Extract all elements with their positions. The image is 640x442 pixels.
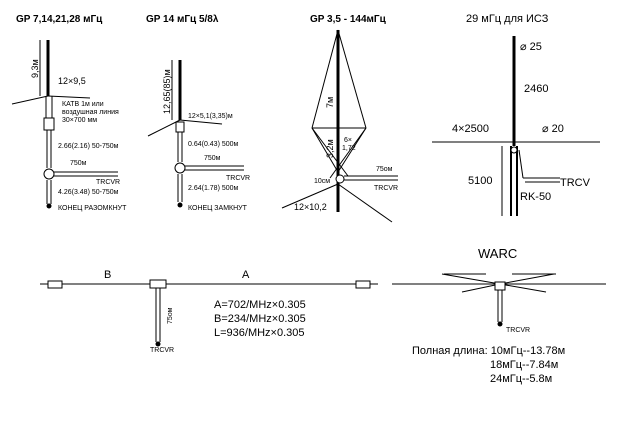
- formula-b: B=234/MHz×0.305: [214, 313, 306, 325]
- diagram-gp-14: GP 14 мГц 5/8λ 12,65(85)м 12×5,1(3,35)м …: [146, 14, 250, 212]
- diagram-title: 29 мГц для ИСЗ: [466, 13, 549, 25]
- trcvr-label: TRCVR: [506, 327, 530, 334]
- coax-label: 75ом: [167, 307, 174, 324]
- cage-wire: [337, 29, 367, 129]
- tee-connector: [43, 168, 55, 180]
- stub-end: [177, 202, 183, 208]
- radial-wire-label: 12×5,1(3,35)м: [188, 113, 233, 120]
- formula-a: A=702/MHz×0.305: [214, 299, 306, 311]
- insulator-right: [355, 280, 371, 289]
- feed-point: [510, 146, 518, 154]
- length-24mhz: 24мГц--5.8м: [490, 373, 552, 385]
- total-length: Полная длина: 10мГц--13.78м: [412, 345, 565, 357]
- diagram-gp-multiband: GP 7,14,21,28 мГц 9,3м 12×9,5 КАТВ 1м ил…: [11, 14, 127, 212]
- radials-label: 12×10,2: [294, 202, 327, 212]
- dipole-short-left: [461, 283, 501, 293]
- trcv-label: TRCV: [560, 177, 591, 189]
- diagram-title: GP 7,14,21,28 мГц: [16, 14, 103, 25]
- trcvr-label: TRCVR: [150, 347, 174, 354]
- diagram-title: WARC: [478, 246, 517, 261]
- balun-box: [494, 281, 506, 291]
- balun-box: [43, 117, 55, 131]
- diagram-gp-broadband: GP 3,5 - 144мГц 7м 6× 1,72 3,2м 75ом 10с…: [281, 14, 398, 223]
- dipole-short-right: [499, 283, 547, 293]
- tuner-label: воздушная линия: [62, 109, 119, 116]
- length-18mhz: 18мГц--7.84м: [490, 359, 558, 371]
- stub1-label: 0.64(0.43) 500м: [188, 141, 239, 148]
- radial-right: [179, 119, 223, 125]
- spread-label: 6×: [344, 137, 352, 144]
- upper-length: 7м: [325, 97, 335, 108]
- formula-l: L=936/MHz×0.305: [214, 327, 305, 339]
- stub-end-label: КОНЕЦ ЗАМКНУТ: [188, 205, 248, 212]
- insulator-left: [47, 280, 63, 289]
- radiator-length: 9,3м: [30, 59, 40, 78]
- cage-wire: [329, 127, 367, 179]
- diagram-title: GP 3,5 - 144мГц: [310, 14, 387, 25]
- feed-label: 10см: [314, 178, 330, 185]
- diagram-title: GP 14 мГц 5/8λ: [146, 14, 219, 25]
- lower-length: 3,2м: [325, 139, 335, 158]
- tee-connector: [174, 162, 186, 174]
- diagram-offcenter-dipole: B A 75ом TRCVR A=702/MHz×0.305 B=234/MHz…: [40, 269, 378, 354]
- radials-label: 4×2500: [452, 123, 489, 135]
- section-a-label: A: [242, 269, 250, 281]
- dipole-mid-right: [499, 273, 555, 285]
- stub2-label: 2.64(1.78) 500м: [188, 185, 239, 192]
- feed-line: [518, 149, 524, 179]
- top-diameter: ⌀ 25: [520, 41, 542, 53]
- balun-box: [149, 279, 167, 289]
- diagram-warc: WARC TRCVR Полная длина: 10мГц--13.78м 1…: [392, 246, 606, 385]
- tuner-label: КАТВ 1м или: [62, 101, 104, 108]
- cage-wire: [311, 127, 349, 177]
- radiator-length: 12,65(85)м: [162, 69, 172, 114]
- cage-wire: [311, 29, 339, 129]
- radial-right: [337, 183, 393, 223]
- coax-label: 750м: [204, 155, 221, 162]
- spread-label: 1,72: [342, 145, 356, 152]
- section-b-label: B: [104, 269, 111, 281]
- radial-wire-label: 12×9,5: [58, 76, 86, 86]
- tuner-label: 30×700 мм: [62, 117, 97, 124]
- radiator-height: 2460: [524, 83, 548, 95]
- radial-left: [11, 95, 49, 105]
- trcvr-label: TRCVR: [374, 185, 398, 192]
- stub2-label: 4.26(3.48) 50-750м: [58, 189, 119, 196]
- dipole-mid-left: [441, 273, 501, 285]
- radial-right: [47, 95, 91, 99]
- diagram-29mhz-sat: 29 мГц для ИСЗ ⌀ 25 2460 4×2500 ⌀ 20 510…: [432, 13, 600, 216]
- stub-end-label: КОНЕЦ РАЗОМКНУТ: [58, 205, 127, 212]
- mid-diameter: ⌀ 20: [542, 123, 564, 135]
- trcvr-label: TRCVR: [226, 175, 250, 182]
- cable-label: RK-50: [520, 191, 551, 203]
- radial-left: [147, 119, 181, 137]
- balun-box: [175, 121, 185, 133]
- coax-label: 750м: [70, 160, 87, 167]
- mast-height: 5100: [468, 175, 492, 187]
- stub-end: [46, 203, 52, 209]
- cage-wire: [311, 127, 339, 173]
- connector: [497, 321, 503, 327]
- feed-point: [335, 174, 345, 184]
- coax-label: 75ом: [376, 166, 393, 173]
- connector: [155, 341, 161, 347]
- trcvr-label: TRCVR: [96, 179, 120, 186]
- stub1-label: 2.66(2.16) 50-750м: [58, 143, 119, 150]
- radial-left: [281, 183, 339, 209]
